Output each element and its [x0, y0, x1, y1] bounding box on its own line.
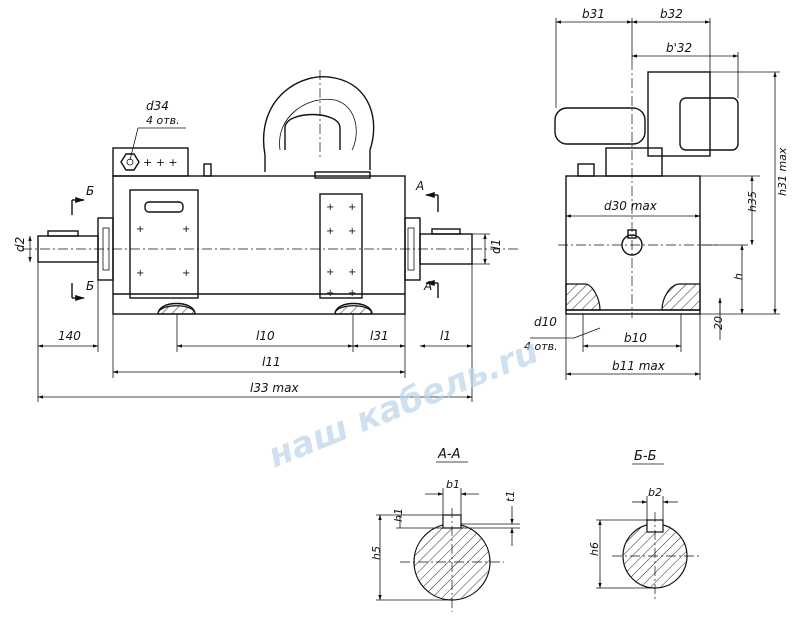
label-b31: b31 — [582, 7, 605, 21]
terminal-box: + + + — [112, 147, 212, 177]
svg-text:+: + — [182, 224, 190, 235]
svg-text:+: + — [326, 288, 334, 299]
label-d10-holes: 4 отв. — [524, 340, 558, 353]
dim-l11: l11 — [262, 355, 281, 369]
label-d30max: d30 max — [604, 199, 658, 213]
label-b11max: b11 max — [612, 359, 666, 373]
dim-140: 140 — [58, 329, 81, 343]
svg-text:+: + — [326, 226, 334, 237]
dim-l33max: l33 max — [250, 381, 299, 395]
label-h: h — [732, 273, 745, 280]
front-dimensions — [28, 127, 490, 402]
label-section-b-bottom: Б — [86, 279, 94, 293]
shafts — [22, 228, 520, 265]
svg-text:+: + — [348, 267, 356, 278]
svg-text:+: + — [326, 202, 334, 213]
blower-housing — [262, 70, 375, 172]
svg-text:+: + — [348, 226, 356, 237]
label-d1: d1 — [489, 239, 503, 254]
section-marks — [71, 192, 439, 301]
label-section-b-top: Б — [86, 184, 94, 198]
dim-l1: l1 — [440, 329, 451, 343]
section-bb: Б-Б b2 h6 — [588, 449, 700, 600]
dim-l10: l10 — [256, 329, 275, 343]
label-section-a-top: A — [415, 179, 424, 193]
label-h35: h35 — [746, 191, 759, 212]
side-view: b31 b32 b'32 d30 max h35 h31 max h d10 4… — [524, 7, 789, 380]
label-d10: d10 — [534, 315, 557, 329]
section-bb-title: Б-Б — [634, 449, 657, 464]
label-b10: b10 — [624, 331, 647, 345]
label-d2: d2 — [13, 237, 27, 252]
label-b32-prime: b'32 — [666, 41, 692, 55]
label-d34: d34 — [146, 99, 169, 113]
label-t1: t1 — [504, 491, 517, 502]
section-aa: A-A b1 t1 h1 h5 — [370, 447, 520, 612]
svg-text:+: + — [326, 267, 334, 278]
svg-text:+: + — [136, 224, 144, 235]
svg-text:+: + — [348, 202, 356, 213]
label-dim-20: 20 — [712, 316, 725, 330]
label-b1: b1 — [446, 478, 460, 491]
label-b2: b2 — [648, 486, 662, 499]
label-section-a-bottom: A — [423, 279, 432, 293]
dim-l31: l31 — [370, 329, 389, 343]
label-d34-holes: 4 отв. — [146, 114, 180, 127]
label-h5: h5 — [370, 546, 383, 560]
svg-text:+: + — [136, 268, 144, 279]
front-view: + + + + + + + + + + + + + + + — [13, 70, 520, 402]
front-labels: d34 4 отв. Б Б A A d2 d1 140 l10 l31 l1 … — [13, 99, 503, 395]
label-h1: h1 — [392, 508, 405, 522]
svg-text:+ + +: + + + — [143, 156, 178, 169]
watermark: наш кабель.ru — [263, 331, 545, 476]
motor-body: + + + + + + + + + + + + — [97, 171, 421, 315]
label-h31max: h31 max — [776, 147, 789, 196]
label-h6: h6 — [588, 542, 601, 556]
label-b32: b32 — [660, 7, 683, 21]
section-aa-title: A-A — [437, 447, 460, 462]
svg-text:+: + — [182, 268, 190, 279]
svg-text:+: + — [348, 288, 356, 299]
